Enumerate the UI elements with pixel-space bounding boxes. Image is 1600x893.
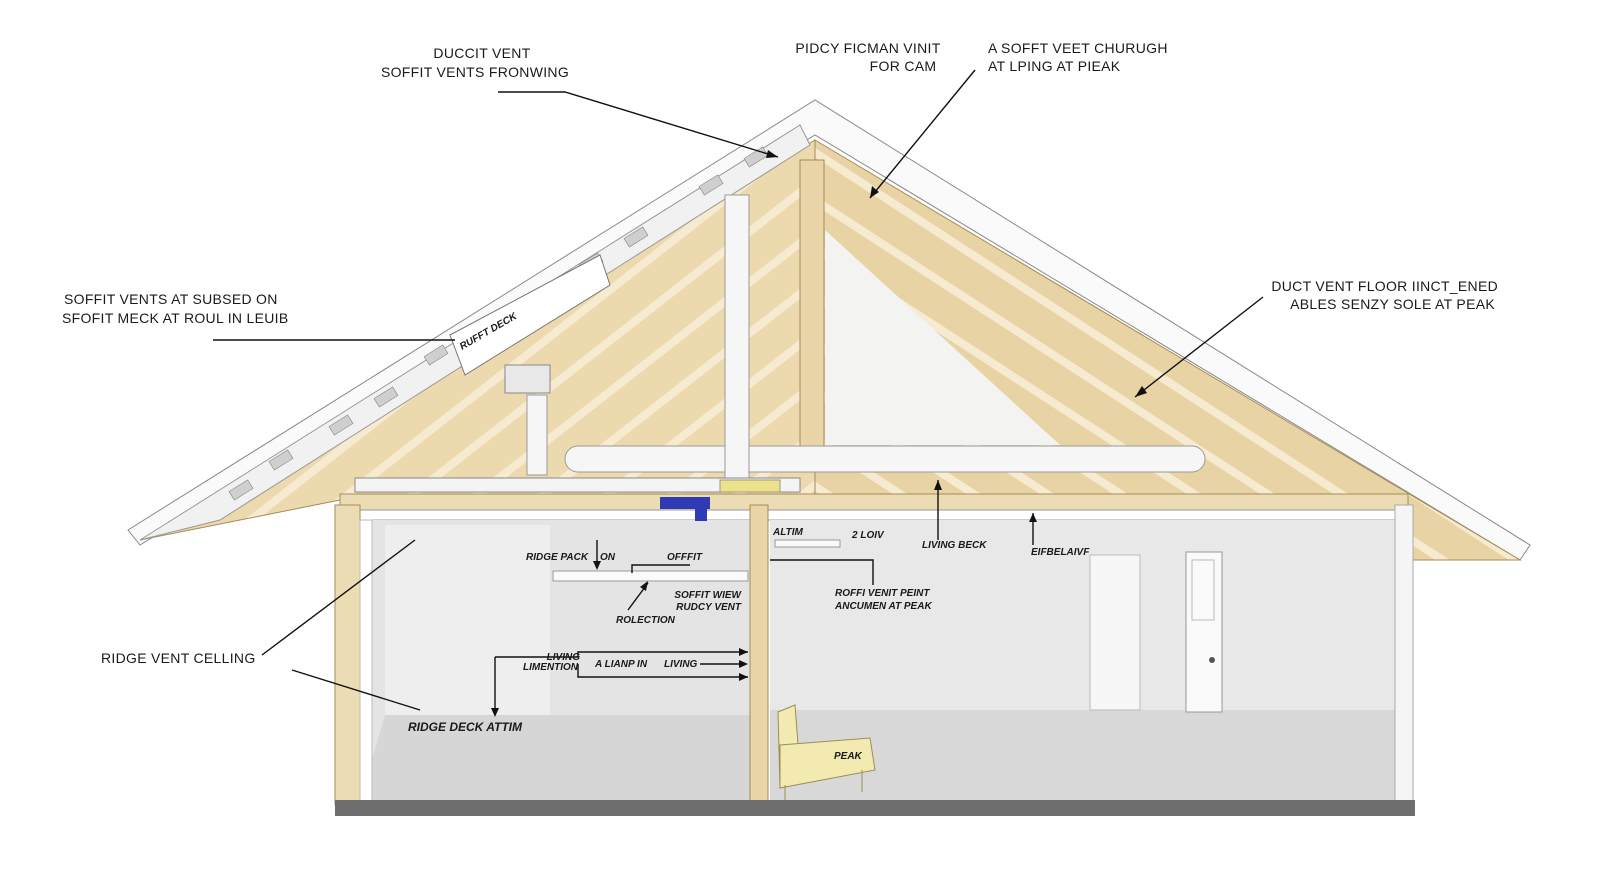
lower-duct-run	[354, 477, 801, 493]
label-ridge-vent-ceiling: RIDGE VENT CELLING	[101, 650, 256, 666]
roof-deck-board	[449, 254, 611, 376]
label-ridge-pack: RIDGE PACK	[526, 552, 589, 563]
label-eifbelaivf: EIFBELAIVF	[1031, 547, 1090, 558]
ceiling-duct-right	[774, 539, 841, 548]
label-living-beck: LIVING BECK	[922, 540, 987, 551]
label-top-left-2: SOFFIT VENTS FRONWING	[381, 64, 569, 80]
vertical-duct	[724, 194, 750, 481]
foundation	[335, 800, 1415, 816]
left-vertical-duct	[526, 394, 548, 476]
label-right-mid-2: ABLES SENZY SOLE AT PEAK	[1290, 296, 1495, 312]
label-ridge-deck-attim: RIDGE DECK ATTIM	[408, 720, 523, 734]
blue-fitting-drop	[695, 505, 707, 521]
right-wall	[1394, 504, 1414, 806]
label-peak: PEAK	[834, 751, 863, 762]
label-soffit-wiew-1: SOFFIT WIEW	[674, 590, 742, 601]
label-living: LIVING	[664, 659, 698, 670]
label-roffi-venit-1: ROFFI VENIT PEINT	[835, 588, 930, 599]
king-post	[799, 159, 825, 451]
label-on: ON	[600, 552, 616, 563]
label-roffi-venit-2: ANCUMEN AT PEAK	[834, 601, 932, 612]
center-post	[749, 504, 769, 806]
left-wall-inner	[359, 519, 373, 806]
yellow-fitting	[719, 479, 781, 493]
right-room-floor	[770, 710, 1395, 800]
label-living-limention-2: LIMENTION	[523, 662, 579, 673]
label-left-mid-2: SFOFIT MECK AT ROUL IN LEUIB	[62, 310, 288, 326]
label-top-right-2: AT LPING AT PIEAK	[988, 58, 1121, 74]
label-soffit-wiew-2: RUDCY VENT	[676, 602, 742, 613]
leader-arrowheads	[491, 150, 1147, 717]
ceiling-duct-left	[552, 570, 749, 582]
label-a-lianp-in: A LIANP IN	[594, 659, 648, 670]
door-knob[interactable]	[1209, 657, 1215, 663]
door[interactable]	[1185, 551, 1223, 713]
label-rolection: ROLECTION	[616, 615, 676, 626]
label-living-limention-1: LIVING	[547, 652, 581, 663]
left-room-back-wall	[385, 525, 550, 715]
left-room-floor	[360, 715, 750, 800]
label-top-right-1: A SOFFT VEET CHURUGH	[988, 40, 1168, 56]
door-window	[1191, 559, 1215, 621]
ceiling-joist	[339, 493, 1409, 511]
label-altim: ALTIM	[772, 527, 803, 538]
label-top-center-2: FOR CAM	[870, 58, 937, 74]
label-top-left-1: DUCCIT VENT	[433, 45, 530, 61]
ceiling-line	[359, 509, 1401, 521]
exhaust-vent-box	[504, 364, 551, 394]
left-wall	[334, 504, 361, 806]
label-offfit: OFFFIT	[667, 552, 703, 563]
main-horizontal-duct	[564, 445, 1206, 473]
doorway[interactable]	[1089, 554, 1141, 711]
attic-space	[825, 230, 1060, 445]
chair	[777, 704, 876, 800]
label-2-loiv: 2 LOIV	[851, 530, 885, 541]
label-left-mid-1: SOFFIT VENTS AT SUBSED ON	[64, 291, 278, 307]
label-right-mid-1: DUCT VENT FLOOR IINCT_ENED	[1271, 278, 1498, 294]
leader-lines	[213, 69, 1264, 715]
label-top-center-1: PIDCY FICMAN VINIT	[795, 40, 940, 56]
